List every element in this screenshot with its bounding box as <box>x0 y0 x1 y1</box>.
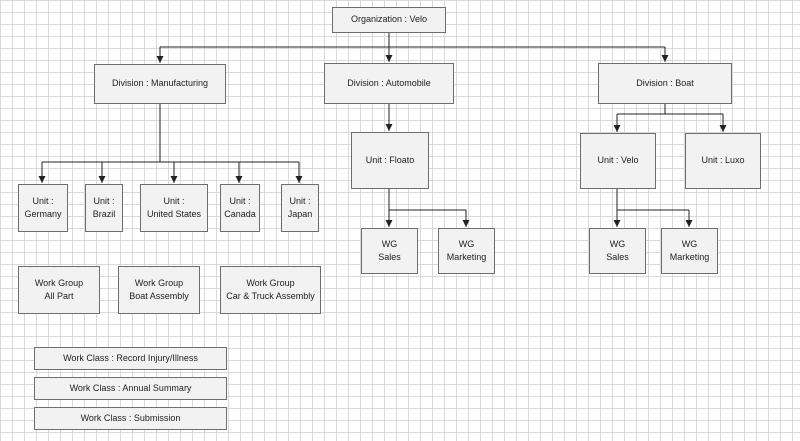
work-class-submission-label: Work Class : Submission <box>80 412 181 423</box>
node-wg-all-part[interactable]: Work Group All Part <box>18 266 100 314</box>
node-unit-canada[interactable]: Unit : Canada <box>220 184 260 232</box>
wg-floato-marketing-line-1: WG <box>458 238 475 249</box>
node-work-class-annual-summary[interactable]: Work Class : Annual Summary <box>34 377 227 400</box>
node-division-boat[interactable]: Division : Boat <box>598 63 732 104</box>
unit-velo-label: Unit : Velo <box>597 155 639 166</box>
unit-brazil-line-1: Unit : <box>93 195 115 206</box>
wg-boat-assembly-line-2: Boat Assembly <box>129 291 189 301</box>
node-organization-label: Organization : Velo <box>350 14 428 25</box>
node-work-class-submission[interactable]: Work Class : Submission <box>34 407 227 430</box>
node-division-manufacturing[interactable]: Division : Manufacturing <box>94 64 226 104</box>
unit-united-states-line-1: Unit : <box>163 195 185 206</box>
node-wg-car-truck-assembly[interactable]: Work Group Car & Truck Assembly <box>220 266 321 314</box>
wg-velo-marketing-line-2: Marketing <box>669 252 710 262</box>
work-class-annual-summary-label: Work Class : Annual Summary <box>69 382 192 393</box>
wg-floato-marketing-line-2: Marketing <box>446 252 487 262</box>
unit-germany-line-2: Germany <box>24 209 62 219</box>
wg-boat-assembly-line-1: Work Group <box>134 277 184 288</box>
unit-brazil-line-2: Brazil <box>92 209 116 219</box>
node-work-class-record-injury[interactable]: Work Class : Record Injury/Illness <box>34 347 227 370</box>
division-manufacturing-label: Division : Manufacturing <box>111 78 209 89</box>
division-automobile-label: Division : Automobile <box>347 77 431 88</box>
wg-car-truck-line-2: Car & Truck Assembly <box>226 291 315 301</box>
wg-velo-sales-line-1: WG <box>609 238 626 249</box>
unit-canada-line-1: Unit : <box>229 195 251 206</box>
unit-japan-line-2: Japan <box>287 209 313 219</box>
node-unit-united-states[interactable]: Unit : United States <box>140 184 208 232</box>
node-wg-floato-sales[interactable]: WG Sales <box>361 228 418 274</box>
unit-united-states-line-2: United States <box>146 209 202 219</box>
work-class-record-injury-label: Work Class : Record Injury/Illness <box>63 352 198 363</box>
division-boat-label: Division : Boat <box>636 77 694 88</box>
node-wg-boat-assembly[interactable]: Work Group Boat Assembly <box>118 266 200 314</box>
wg-velo-sales-line-2: Sales <box>606 252 629 262</box>
wg-floato-sales-line-1: WG <box>381 238 398 249</box>
unit-floato-label: Unit : Floato <box>365 154 415 165</box>
wg-all-part-line-2: All Part <box>44 291 74 301</box>
wg-velo-marketing-line-1: WG <box>681 238 698 249</box>
wg-floato-sales-line-2: Sales <box>378 252 401 262</box>
node-wg-velo-sales[interactable]: WG Sales <box>589 228 646 274</box>
node-wg-velo-marketing[interactable]: WG Marketing <box>661 228 718 274</box>
node-wg-floato-marketing[interactable]: WG Marketing <box>438 228 495 274</box>
node-unit-floato[interactable]: Unit : Floato <box>351 132 429 189</box>
node-unit-brazil[interactable]: Unit : Brazil <box>85 184 123 232</box>
unit-canada-line-2: Canada <box>224 209 256 219</box>
node-organization[interactable]: Organization : Velo <box>332 7 446 33</box>
unit-germany-line-1: Unit : <box>32 195 54 206</box>
node-unit-japan[interactable]: Unit : Japan <box>281 184 319 232</box>
wg-car-truck-line-1: Work Group <box>246 277 295 288</box>
wg-all-part-line-1: Work Group <box>34 277 84 288</box>
node-division-automobile[interactable]: Division : Automobile <box>324 63 454 104</box>
unit-luxo-label: Unit : Luxo <box>701 155 745 166</box>
node-unit-velo[interactable]: Unit : Velo <box>580 133 656 189</box>
node-unit-germany[interactable]: Unit : Germany <box>18 184 68 232</box>
unit-japan-line-1: Unit : <box>289 195 311 206</box>
node-unit-luxo[interactable]: Unit : Luxo <box>685 133 761 189</box>
